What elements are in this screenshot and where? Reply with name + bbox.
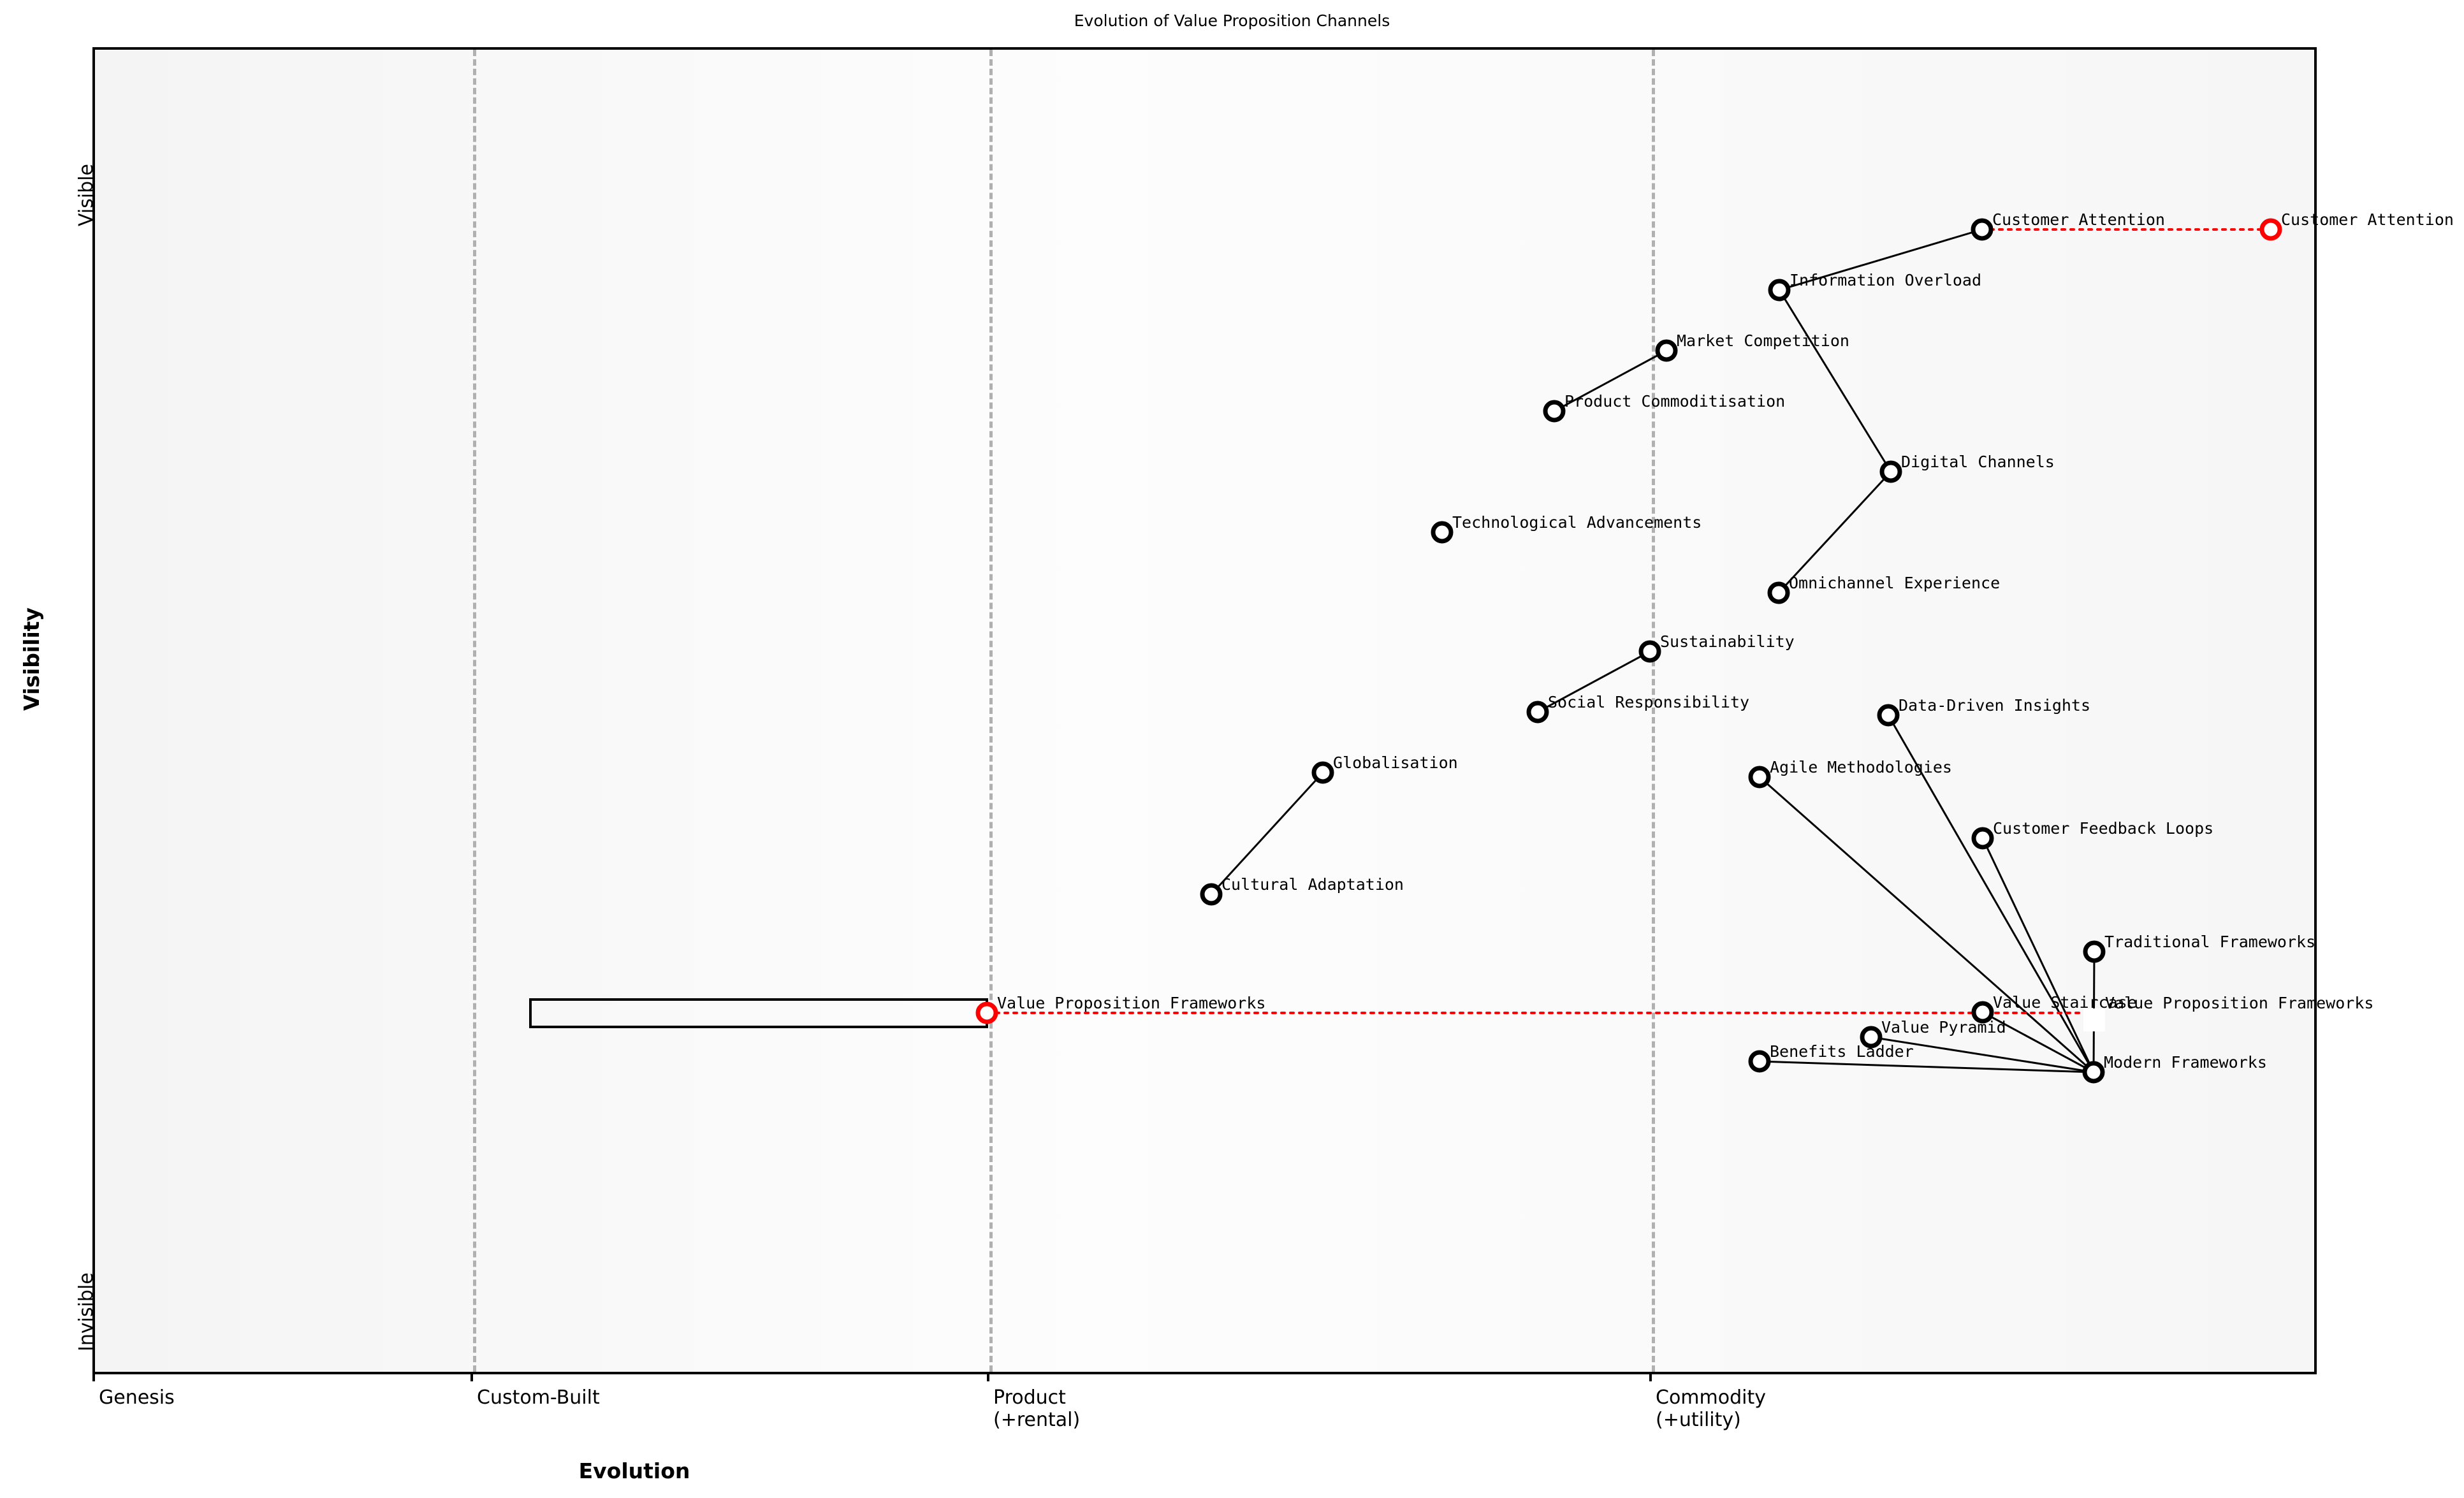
node-label-market-competition: Market Competition — [1677, 331, 1849, 350]
node-label-digital-channels: Digital Channels — [1901, 453, 2055, 471]
x-tick-commodity-line1: Commodity — [1656, 1386, 1766, 1409]
x-tick-custom-built: Custom-Built — [477, 1386, 600, 1409]
gridline-product — [989, 50, 993, 1372]
x-tickmark-commodity — [1649, 1372, 1652, 1381]
x-tick-genesis-line1: Genesis — [99, 1386, 175, 1409]
y-tick-invisible: Invisible — [75, 1272, 98, 1351]
plot-background — [95, 50, 2314, 1372]
node-label-customer-attention: Customer Attention — [1992, 210, 2165, 229]
x-tick-commodity-line2: (+utility) — [1656, 1409, 1741, 1432]
node-label-customer-feedback-loops: Customer Feedback Loops — [1993, 819, 2214, 838]
node-label-value-staircase: Value Staircase — [1993, 993, 2137, 1012]
node-label-benefits-ladder: Benefits Ladder — [1770, 1042, 1914, 1061]
node-label-value-proposition-frameworks-future: Value Proposition Frameworks — [2105, 994, 2374, 1012]
node-label-traditional-frameworks: Traditional Frameworks — [2104, 933, 2316, 951]
node-label-sustainability: Sustainability — [1660, 632, 1795, 651]
node-label-information-overload: Information Overload — [1790, 271, 1982, 289]
node-label-globalisation: Globalisation — [1333, 753, 1458, 772]
node-label-omnichannel-experience: Omnichannel Experience — [1789, 574, 2001, 592]
node-label-cultural-adaptation: Cultural Adaptation — [1221, 875, 1404, 894]
x-tickmark-genesis — [92, 1372, 95, 1381]
x-tick-product: Product (+rental) — [993, 1386, 1080, 1432]
x-axis-title: Evolution — [578, 1458, 690, 1483]
y-axis-title: Visibility — [19, 607, 44, 711]
node-label-social-responsibility: Social Responsibility — [1548, 693, 1750, 711]
x-tick-product-line1: Product — [993, 1386, 1066, 1409]
node-label-modern-frameworks: Modern Frameworks — [2104, 1053, 2267, 1072]
x-tickmark-custom-built — [470, 1372, 473, 1381]
x-tickmark-product — [987, 1372, 989, 1381]
x-tick-product-line2: (+rental) — [993, 1409, 1081, 1432]
x-tick-commodity: Commodity (+utility) — [1656, 1386, 1766, 1432]
node-label-value-proposition-frameworks: Value Proposition Frameworks — [997, 994, 1266, 1012]
node-label-value-pyramid: Value Pyramid — [1881, 1018, 2006, 1036]
x-tick-custom-built-line1: Custom-Built — [477, 1386, 600, 1409]
y-tick-visible: Visible — [75, 164, 98, 226]
node-label-technological-advancements: Technological Advancements — [1452, 513, 1702, 532]
label-backdrop-value-proposition-frameworks-future — [2083, 1008, 2105, 1031]
node-label-data-driven-insights: Data-Driven Insights — [1899, 696, 2091, 715]
chart-title: Evolution of Value Proposition Channels — [1074, 11, 1390, 30]
node-label-product-commoditisation: Product Commoditisation — [1564, 392, 1786, 411]
node-label-customer-attention-future: Customer Attention — [2281, 210, 2454, 229]
gridline-commodity — [1652, 50, 1655, 1372]
gridline-custom-built — [473, 50, 476, 1372]
node-label-agile-methodologies: Agile Methodologies — [1770, 758, 1952, 776]
x-tick-genesis: Genesis — [99, 1386, 175, 1409]
